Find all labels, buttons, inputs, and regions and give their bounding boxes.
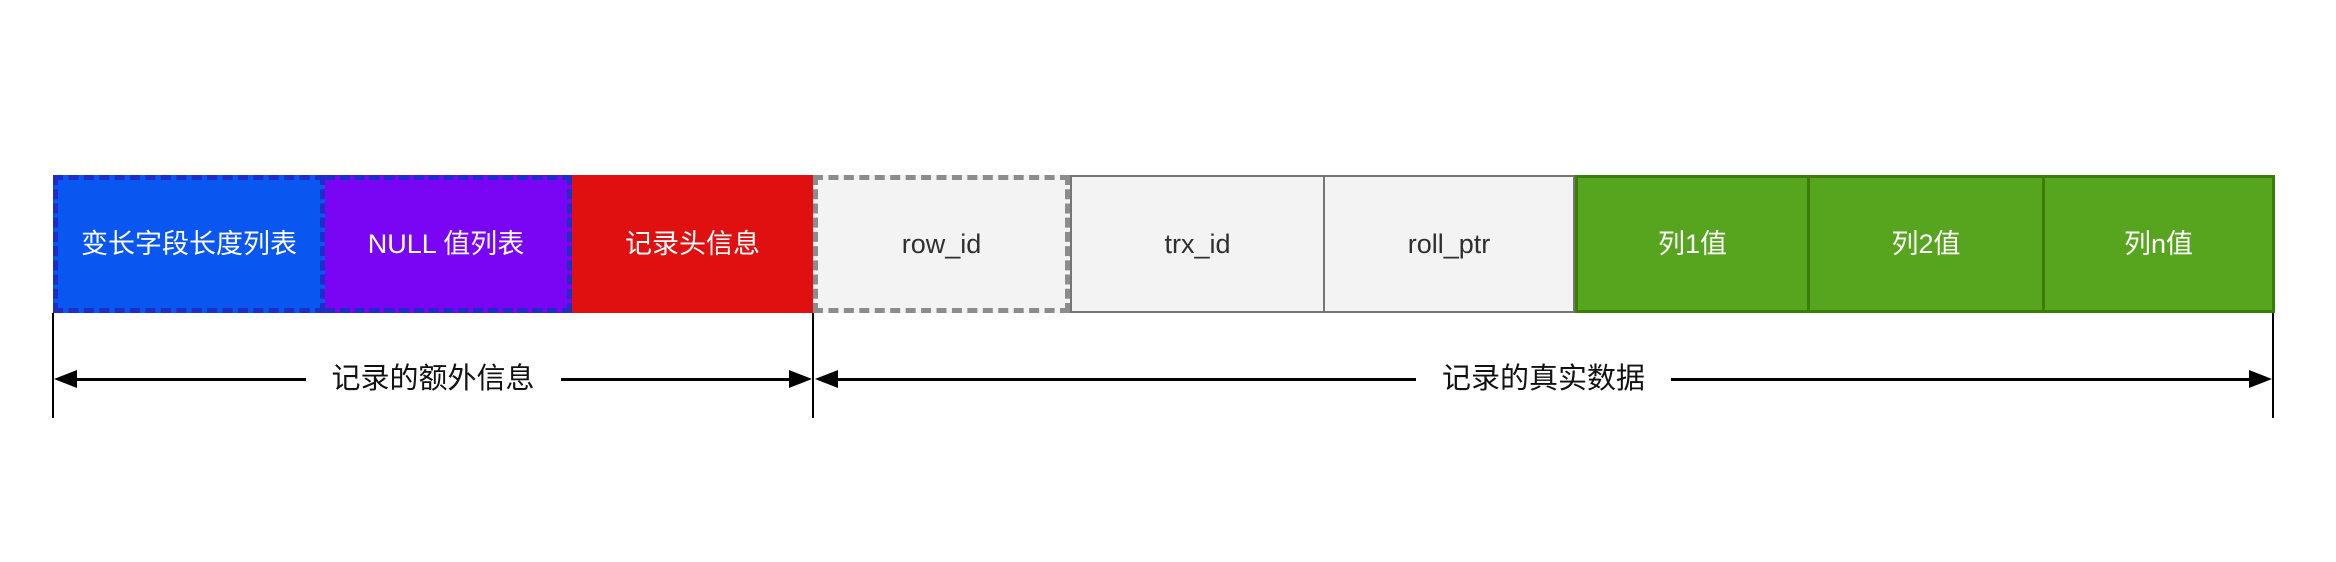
tick-line-middle [812, 313, 814, 418]
segment-label: 列2值 [1891, 228, 1961, 259]
segment-null-value-list: NULL 值列表 [325, 175, 572, 313]
arrow-right-icon [2249, 370, 2273, 388]
segment-label: 变长字段长度列表 [81, 228, 297, 259]
segment-label: NULL 值列表 [367, 228, 525, 259]
arrow-right-icon [789, 370, 813, 388]
real-data-label: 记录的真实数据 [1416, 358, 1672, 400]
segment-variable-length-field-list: 变长字段长度列表 [53, 175, 325, 313]
segment-label: 列n值 [2123, 228, 2194, 259]
segment-columnN-value: 列n值 [2045, 175, 2275, 313]
arrow-left-icon [54, 370, 77, 388]
real-data-span-arrow: 记录的真实数据 [815, 357, 2273, 401]
arrow-line [77, 377, 306, 381]
segment-roll-ptr: roll_ptr [1325, 175, 1575, 313]
extra-info-label: 记录的额外信息 [305, 358, 561, 400]
arrow-line [560, 377, 790, 381]
extra-info-span-arrow: 记录的额外信息 [54, 357, 813, 401]
segment-column2-value: 列2值 [1810, 175, 2045, 313]
segment-column1-value: 列1值 [1575, 175, 1810, 313]
arrow-line [1671, 377, 2250, 381]
arrow-line [838, 377, 1416, 381]
tick-line-left [52, 313, 54, 418]
segment-label: trx_id [1164, 228, 1231, 259]
segment-trx-id: trx_id [1070, 175, 1325, 313]
tick-line-right [2272, 313, 2274, 418]
segment-row-id: row_id [813, 175, 1070, 313]
segment-record-header-info: 记录头信息 [572, 175, 813, 313]
segment-label: row_id [901, 228, 982, 259]
segment-label: 记录头信息 [625, 228, 760, 259]
arrow-left-icon [815, 370, 838, 388]
segment-label: 列1值 [1657, 228, 1728, 259]
segment-label: roll_ptr [1407, 228, 1491, 259]
